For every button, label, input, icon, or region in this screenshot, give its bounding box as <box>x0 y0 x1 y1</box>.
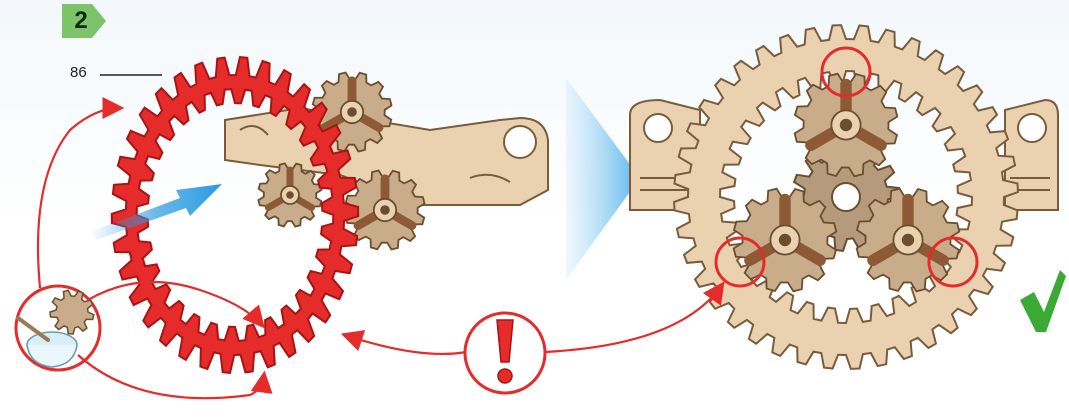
checkmark-icon <box>1020 270 1066 332</box>
step-number: 2 <box>74 7 87 35</box>
blue-arrow <box>90 184 222 240</box>
part-number-label: 86 <box>70 64 87 81</box>
next-step-chevron <box>566 78 640 280</box>
exclamation-icon <box>465 313 545 393</box>
glue-pot-icon <box>16 286 100 370</box>
planet-gear-left-2 <box>258 163 321 226</box>
step-number-badge: 2 <box>62 4 106 38</box>
planet-gear-right-top <box>795 74 898 177</box>
